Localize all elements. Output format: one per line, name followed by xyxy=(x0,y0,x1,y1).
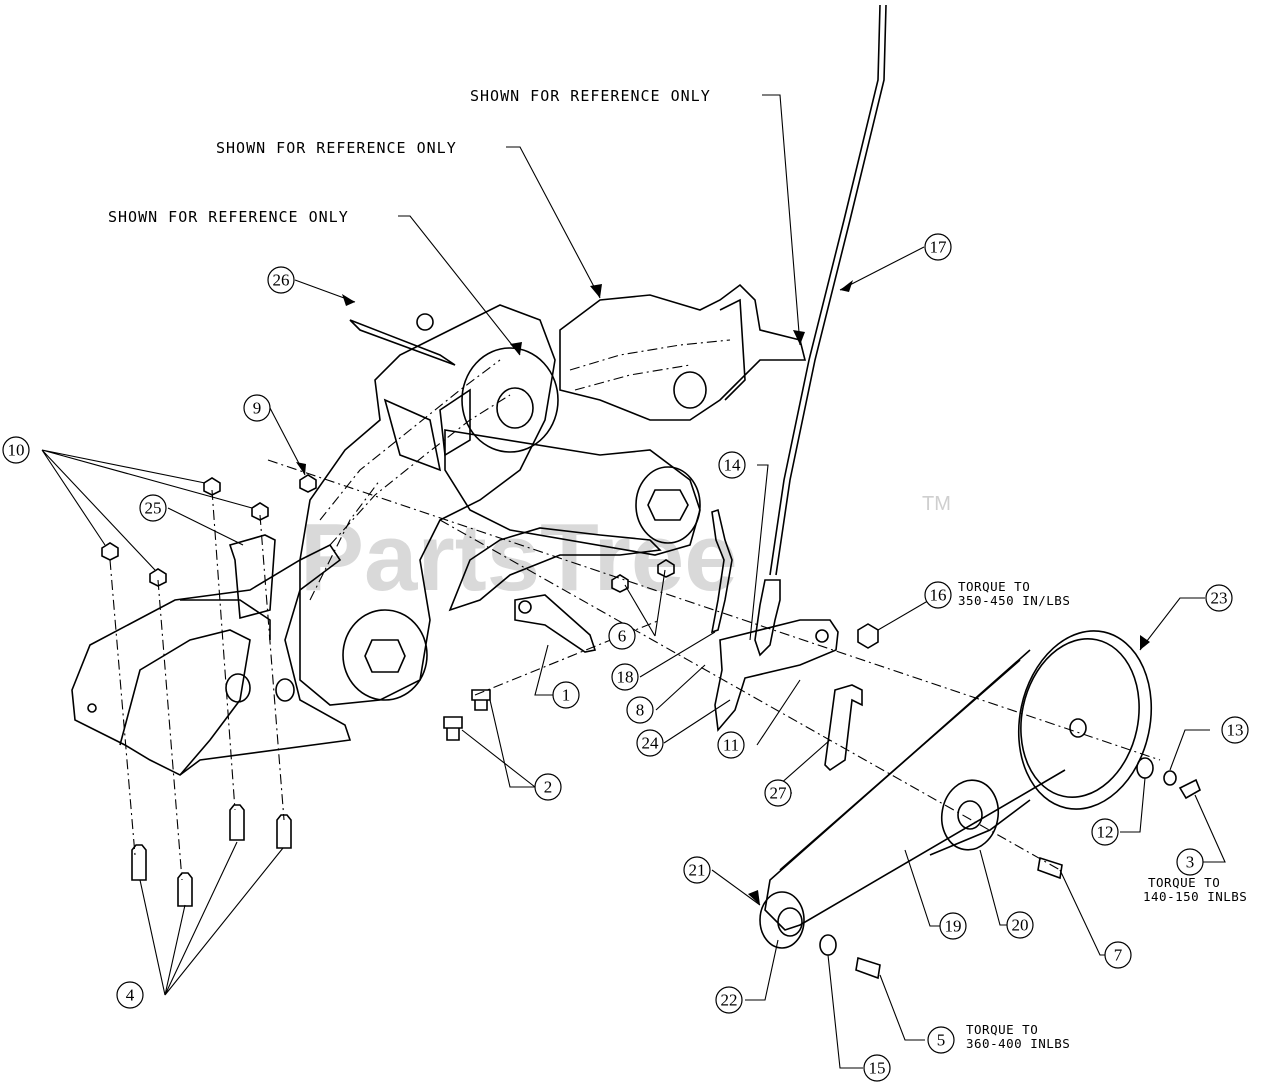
callout-14[interactable]: 14 xyxy=(718,451,746,479)
torque-notes: TORQUE TO 350-450 IN/LBS TORQUE TO 140-1… xyxy=(958,579,1247,1051)
tiller-housing-drawing xyxy=(71,4,1202,980)
callout-10-number: 10 xyxy=(8,441,25,460)
callout-27[interactable]: 27 xyxy=(764,779,792,807)
callout-17[interactable]: 17 xyxy=(924,233,952,261)
callout-5[interactable]: 5 xyxy=(927,1026,955,1054)
callout-26[interactable]: 26 xyxy=(267,266,295,294)
callout-20[interactable]: 20 xyxy=(1006,911,1034,939)
callout-7-number: 7 xyxy=(1114,946,1123,965)
torque-note-3-line1: TORQUE TO xyxy=(1148,875,1220,890)
callout-1-number: 1 xyxy=(562,686,571,705)
arrow-heads xyxy=(296,280,1150,905)
watermark-brand: PartsTree xyxy=(300,504,738,611)
callout-2[interactable]: 2 xyxy=(534,773,562,801)
callout-12[interactable]: 12 xyxy=(1091,818,1119,846)
callout-1[interactable]: 1 xyxy=(552,681,580,709)
torque-note-5-line2: 360-400 INLBS xyxy=(966,1036,1070,1051)
callout-16[interactable]: 16 xyxy=(924,581,952,609)
callout-25-number: 25 xyxy=(145,499,162,518)
torque-note-16-line1: TORQUE TO xyxy=(958,579,1030,594)
callout-8-number: 8 xyxy=(636,701,645,720)
watermark-trademark: TM xyxy=(922,493,951,515)
callout-20-number: 20 xyxy=(1012,916,1029,935)
callout-9-number: 9 xyxy=(253,399,262,418)
reference-note-3: SHOWN FOR REFERENCE ONLY xyxy=(108,208,349,226)
callout-24-number: 24 xyxy=(642,734,660,753)
callout-16-number: 16 xyxy=(930,586,947,605)
callout-15[interactable]: 15 xyxy=(863,1054,891,1082)
callout-8[interactable]: 8 xyxy=(626,696,654,724)
callout-10[interactable]: 10 xyxy=(2,436,30,464)
callout-9[interactable]: 9 xyxy=(243,394,271,422)
torque-note-16-line2: 350-450 IN/LBS xyxy=(958,593,1070,608)
callout-13-number: 13 xyxy=(1227,721,1244,740)
callout-13[interactable]: 13 xyxy=(1221,716,1249,744)
callout-6-number: 6 xyxy=(618,627,627,646)
callouts: 1 2 3 4 5 6 7 8 9 10 11 12 13 14 15 16 1… xyxy=(2,233,1249,1082)
callout-22-number: 22 xyxy=(721,991,738,1010)
callout-24[interactable]: 24 xyxy=(636,729,664,757)
callout-2-number: 2 xyxy=(544,778,553,797)
watermark: PartsTree TM xyxy=(300,493,951,611)
torque-note-5-line1: TORQUE TO xyxy=(966,1022,1038,1037)
reference-note-2: SHOWN FOR REFERENCE ONLY xyxy=(216,139,457,157)
callout-6[interactable]: 6 xyxy=(608,622,636,650)
callout-12-number: 12 xyxy=(1097,823,1114,842)
callout-21[interactable]: 21 xyxy=(683,856,711,884)
callout-23-number: 23 xyxy=(1211,589,1228,608)
torque-note-3-line2: 140-150 INLBS xyxy=(1143,889,1247,904)
callout-17-number: 17 xyxy=(930,238,948,257)
callout-19-number: 19 xyxy=(945,917,962,936)
callout-25[interactable]: 25 xyxy=(139,494,167,522)
callout-14-number: 14 xyxy=(724,456,742,475)
callout-19[interactable]: 19 xyxy=(939,912,967,940)
callout-18-number: 18 xyxy=(617,668,634,687)
callout-22[interactable]: 22 xyxy=(715,986,743,1014)
callout-15-number: 15 xyxy=(869,1059,886,1078)
callout-7[interactable]: 7 xyxy=(1104,941,1132,969)
callout-27-number: 27 xyxy=(770,784,788,803)
callout-21-number: 21 xyxy=(689,861,706,880)
reference-notes: SHOWN FOR REFERENCE ONLY SHOWN FOR REFER… xyxy=(108,87,711,226)
callout-11[interactable]: 11 xyxy=(717,731,745,759)
callout-11-number: 11 xyxy=(723,736,739,755)
reference-note-1: SHOWN FOR REFERENCE ONLY xyxy=(470,87,711,105)
callout-18[interactable]: 18 xyxy=(611,663,639,691)
callout-3-number: 3 xyxy=(1186,853,1195,872)
callout-5-number: 5 xyxy=(937,1031,946,1050)
callout-4-number: 4 xyxy=(126,986,135,1005)
callout-23[interactable]: 23 xyxy=(1205,584,1233,612)
callout-4[interactable]: 4 xyxy=(116,981,144,1009)
callout-26-number: 26 xyxy=(273,271,290,290)
callout-3[interactable]: 3 xyxy=(1176,848,1204,876)
